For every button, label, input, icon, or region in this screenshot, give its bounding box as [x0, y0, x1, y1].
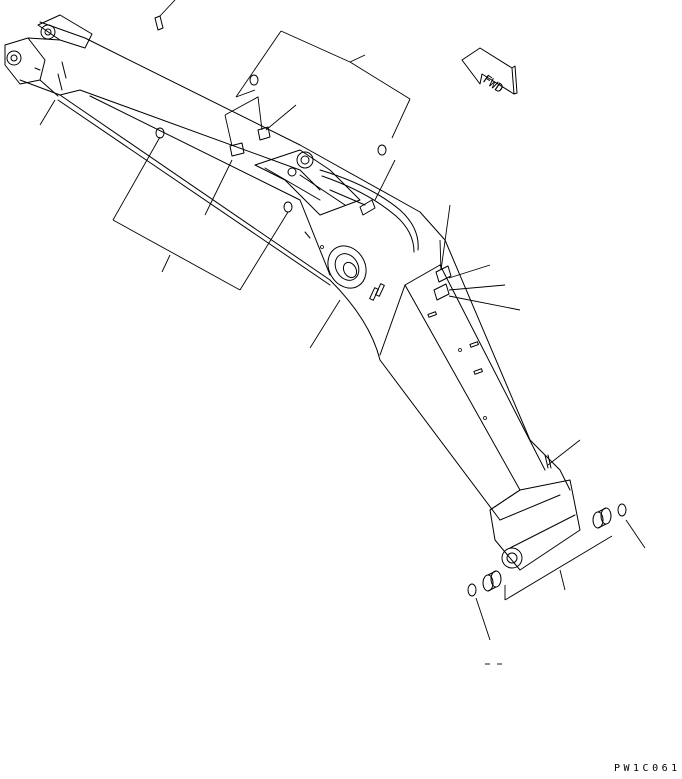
ring-upper-right: [377, 144, 387, 156]
grease-fittings: [155, 127, 293, 213]
clamp-blocks: [229, 126, 452, 301]
foot-pin-boss: [327, 245, 367, 289]
fwd-arrow-icon: FWD: [461, 47, 518, 96]
bushing-right: [592, 503, 627, 529]
hose-lines: [319, 169, 419, 253]
ring-upper-left: [249, 74, 259, 86]
side-plates: [304, 231, 552, 469]
drawing-code: PW1C061: [614, 763, 681, 774]
boom-body: [19, 21, 581, 571]
boom-foot: [4, 14, 93, 97]
cylinder-bracket: [254, 149, 361, 216]
loose-pin-top: [154, 15, 164, 31]
front-pivot: [501, 547, 523, 569]
bushing-left: [467, 570, 502, 597]
leader-lines: [39, 0, 646, 665]
